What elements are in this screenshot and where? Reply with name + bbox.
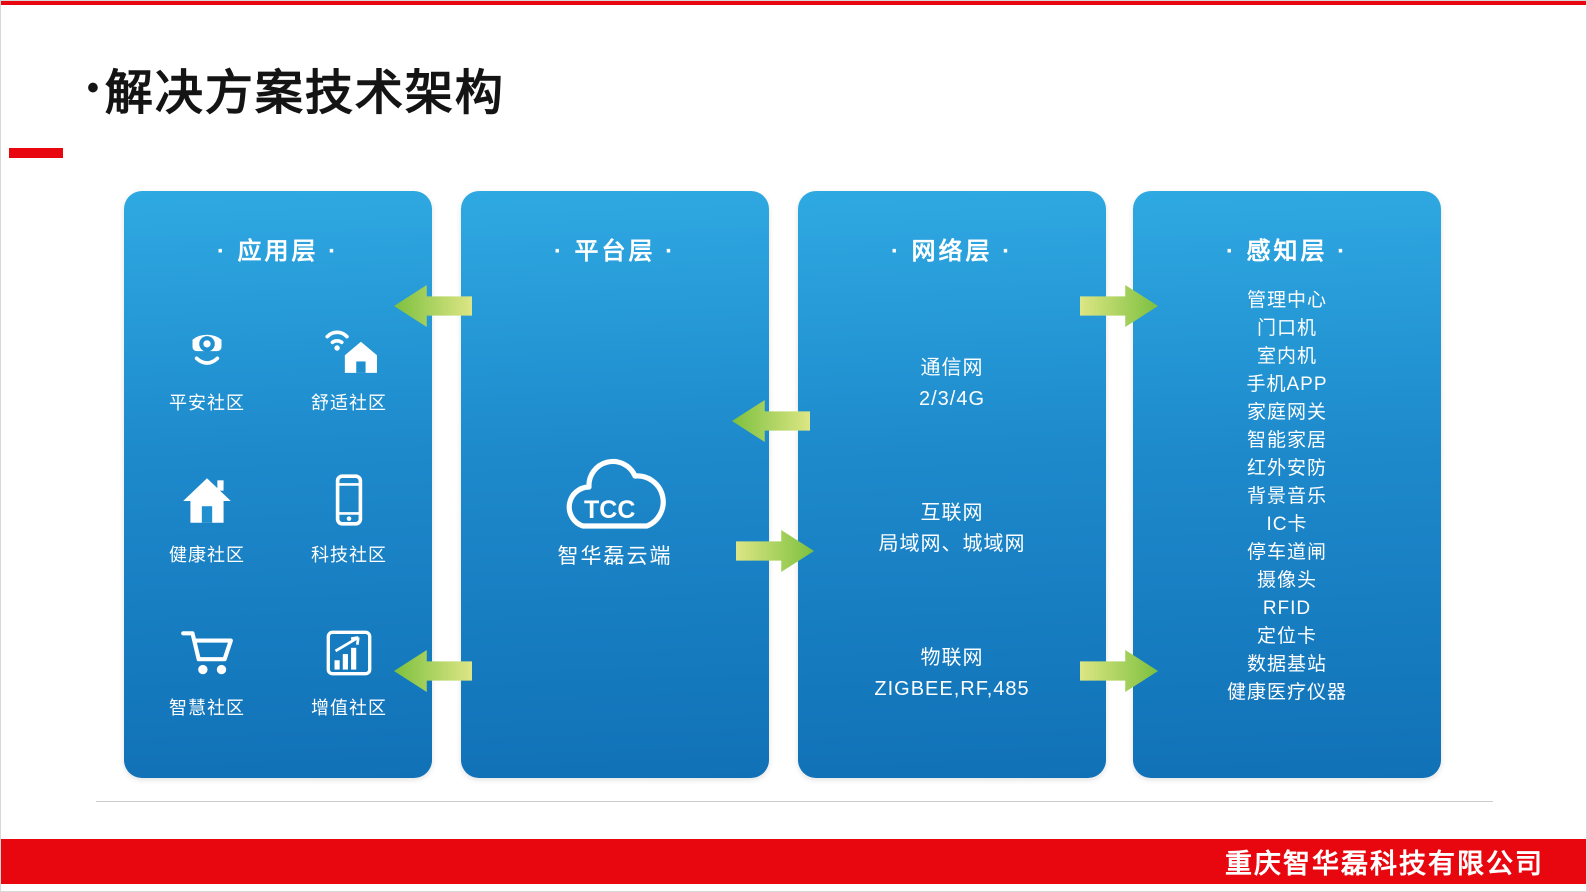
shopping-cart-icon <box>178 624 236 682</box>
list-item: RFID <box>1262 598 1312 619</box>
wifi-home-icon <box>320 319 378 377</box>
network-group-iot: 物联网 ZIGBEE,RF,485 <box>874 643 1029 705</box>
title-text: 解决方案技术架构 <box>104 67 505 120</box>
platform-layer-column: · 平台层 · TCC 智华磊云端 <box>461 191 769 778</box>
application-layer-header: · 应用层 · <box>216 238 340 265</box>
list-item: 室内机 <box>1256 346 1317 367</box>
perception-list: 管理中心 门口机 室内机 手机APP 家庭网关 智能家居 红外安防 背景音乐 I… <box>1133 287 1441 707</box>
list-item: 门口机 <box>1256 318 1317 339</box>
app-item-health-community: 健康社区 <box>136 443 278 595</box>
list-item: 定位卡 <box>1256 626 1317 647</box>
platform-caption: 智华磊云端 <box>557 545 673 568</box>
network-body: 通信网 2/3/4G 互联网 局域网、城域网 物联网 ZIGBEE,RF,485 <box>798 353 1106 705</box>
app-item-label: 舒适社区 <box>311 393 387 414</box>
smartphone-icon <box>320 471 378 529</box>
network-group-internet: 互联网 局域网、城域网 <box>879 498 1026 560</box>
cloud-icon: TCC <box>559 446 671 538</box>
home-icon <box>178 471 236 529</box>
network-group-detail: 局域网、城域网 <box>878 533 1026 555</box>
network-group-name: 互联网 <box>920 502 984 524</box>
list-item: 数据基站 <box>1246 654 1327 675</box>
app-item-label: 科技社区 <box>311 545 387 566</box>
network-layer-column: · 网络层 · 通信网 2/3/4G 互联网 局域网、城域网 物联网 ZIGBE… <box>798 191 1106 778</box>
list-item: 健康医疗仪器 <box>1226 682 1347 703</box>
perception-layer-column: · 感知层 · 管理中心 门口机 室内机 手机APP 家庭网关 智能家居 红外安… <box>1133 191 1441 778</box>
list-item: IC卡 <box>1266 514 1308 535</box>
list-item: 管理中心 <box>1246 290 1327 311</box>
growth-chart-icon <box>320 624 378 682</box>
app-item-safe-community: 平安社区 <box>136 291 278 443</box>
app-item-comfort-community: 舒适社区 <box>278 291 420 443</box>
top-red-line <box>1 1 1586 5</box>
list-item: 摄像头 <box>1256 570 1317 591</box>
network-group-detail: 2/3/4G <box>918 388 986 410</box>
app-item-tech-community: 科技社区 <box>278 443 420 595</box>
page-title: • 解决方案技术架构 <box>87 53 505 123</box>
app-item-label: 增值社区 <box>311 697 387 718</box>
perception-layer-header: · 感知层 · <box>1225 238 1349 265</box>
list-item: 智能家居 <box>1246 430 1327 451</box>
footer-bar: 重庆智华磊科技有限公司 <box>1 839 1586 884</box>
dome-camera-icon <box>178 319 236 377</box>
list-item: 家庭网关 <box>1246 402 1327 423</box>
network-group-name: 通信网 <box>920 357 984 379</box>
application-items-grid: 平安社区 舒适社区 <box>136 291 420 748</box>
application-layer-column: · 应用层 · 平安社区 <box>124 191 432 778</box>
platform-layer-header: · 平台层 · <box>553 238 677 265</box>
app-item-label: 平安社区 <box>169 393 245 414</box>
left-red-accent <box>9 148 63 158</box>
list-item: 红外安防 <box>1246 458 1327 479</box>
title-bullet: • <box>87 69 101 107</box>
network-group-communication: 通信网 2/3/4G <box>919 353 985 415</box>
platform-body: TCC 智华磊云端 <box>461 446 769 570</box>
app-item-value-community: 增值社区 <box>278 596 420 748</box>
list-item: 手机APP <box>1246 374 1328 395</box>
app-item-smart-community: 智慧社区 <box>136 596 278 748</box>
app-item-label: 健康社区 <box>169 545 245 566</box>
network-group-detail: ZIGBEE,RF,485 <box>874 678 1030 700</box>
list-item: 背景音乐 <box>1246 486 1327 507</box>
cloud-label: TCC <box>584 496 635 524</box>
company-name: 重庆智华磊科技有限公司 <box>1225 849 1544 879</box>
app-item-label: 智慧社区 <box>169 697 245 718</box>
network-group-name: 物联网 <box>920 647 984 669</box>
list-item: 停车道闸 <box>1246 542 1327 563</box>
network-layer-header: · 网络层 · <box>890 238 1014 265</box>
footer-divider-line <box>96 801 1493 802</box>
